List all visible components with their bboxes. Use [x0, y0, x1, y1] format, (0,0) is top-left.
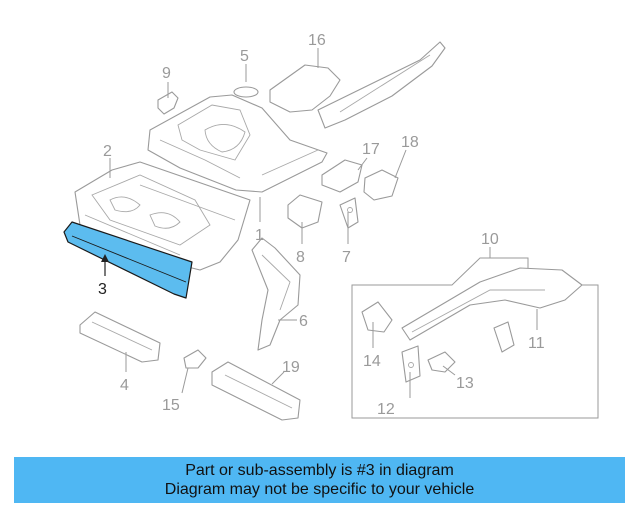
part-bracket-11[interactable] [493, 321, 515, 353]
callout-10: 10 [481, 231, 499, 248]
part-front-crossmember[interactable] [79, 311, 161, 363]
callout-12: 12 [377, 401, 395, 418]
leader-lines [109, 48, 538, 398]
part-bracket-14[interactable] [361, 301, 393, 333]
part-bracket-15[interactable] [183, 349, 207, 369]
part-bracket-7[interactable] [339, 197, 359, 229]
parts-diagram: 1 2 3 4 5 6 7 8 9 10 11 12 13 14 15 16 1… [63, 32, 599, 421]
callout-1: 1 [255, 227, 264, 244]
part-rear-crossmember[interactable] [211, 361, 301, 421]
callout-15: 15 [162, 397, 180, 414]
callout-8: 8 [296, 249, 305, 266]
callout-3[interactable]: 3 [98, 281, 107, 298]
callout-16: 16 [308, 32, 326, 49]
part-rear-floor-pan[interactable] [147, 94, 328, 193]
part-bracket-13[interactable] [427, 351, 456, 373]
callout-4: 4 [120, 377, 129, 394]
callout-2: 2 [103, 143, 112, 160]
callout-labels: 1 2 3 4 5 6 7 8 9 10 11 12 13 14 15 16 1… [98, 32, 545, 418]
part-rear-pillar[interactable] [251, 237, 301, 351]
info-banner: Part or sub-assembly is #3 in diagram Di… [14, 457, 625, 503]
part-bracket-8[interactable] [287, 194, 323, 229]
callout-19: 19 [282, 359, 300, 376]
callout-9: 9 [162, 65, 171, 82]
callout-5: 5 [240, 48, 249, 65]
callout-6: 6 [299, 313, 308, 330]
part-bracket-12[interactable] [401, 345, 421, 383]
callout-17: 17 [362, 141, 380, 158]
part-rail-extension[interactable] [269, 41, 446, 129]
callout-18: 18 [401, 134, 419, 151]
part-bracket-18[interactable] [363, 169, 399, 201]
callout-13: 13 [456, 375, 474, 392]
arrow-3 [101, 254, 109, 262]
callout-11: 11 [528, 335, 545, 352]
part-side-member[interactable] [401, 267, 583, 341]
banner-line-1: Part or sub-assembly is #3 in diagram [185, 462, 454, 479]
callout-7: 7 [342, 249, 351, 266]
part-plug[interactable] [233, 86, 259, 98]
part-clip[interactable] [157, 91, 179, 115]
banner-line-2: Diagram may not be specific to your vehi… [164, 481, 475, 498]
part-bracket-17[interactable] [321, 159, 363, 193]
part-3-crossmember[interactable] [63, 221, 193, 299]
callout-14: 14 [363, 353, 381, 370]
